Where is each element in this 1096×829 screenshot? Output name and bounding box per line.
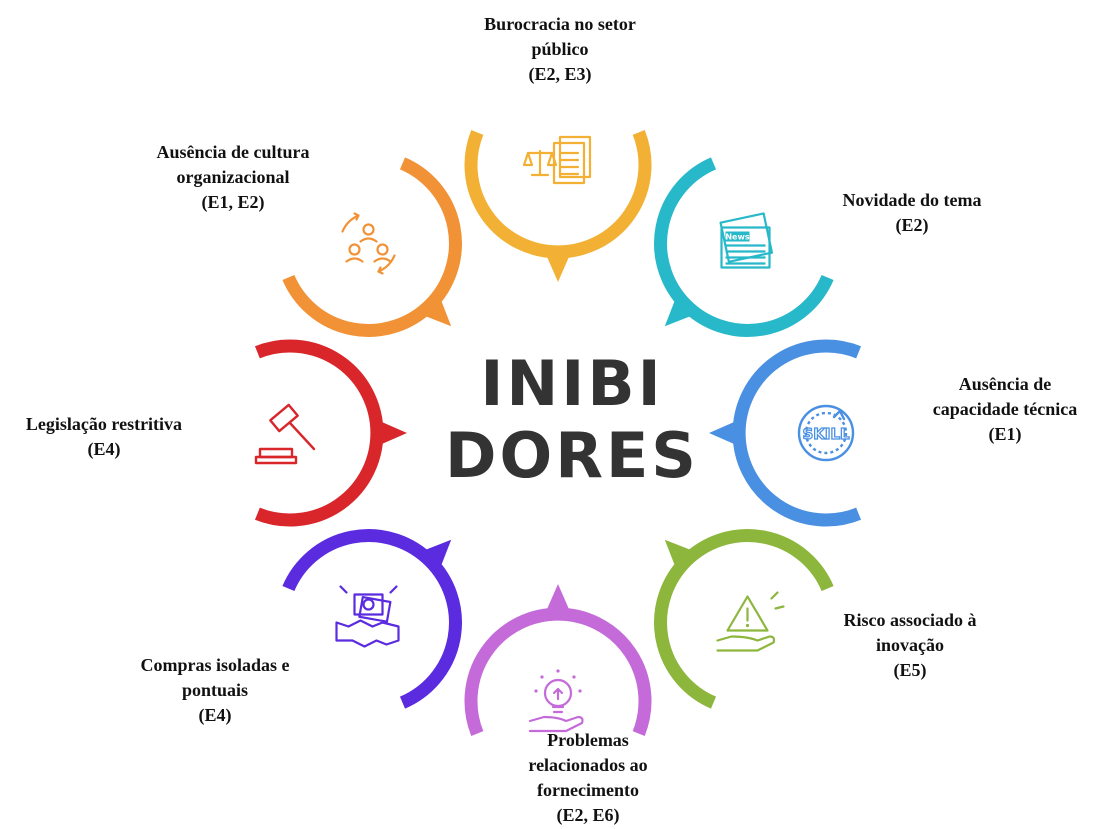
ring-arc bbox=[464, 607, 652, 737]
label-line: Novidade do tema bbox=[842, 190, 982, 210]
label-line: inovação bbox=[875, 635, 944, 655]
label-legislacao: Legislação restritiva (E4) bbox=[4, 412, 204, 462]
center-title-line1: INIBI bbox=[480, 347, 663, 420]
gavel-icon bbox=[254, 403, 316, 465]
label-risco: Risco associado à inovação (E5) bbox=[810, 608, 1010, 683]
label-line: Ausência de cultura bbox=[156, 142, 310, 162]
label-line: Ausência de bbox=[958, 374, 1052, 394]
ring-pointer bbox=[664, 539, 697, 572]
ring-novidade: News bbox=[654, 157, 834, 337]
ring-arc bbox=[254, 339, 384, 527]
ring-legislacao bbox=[254, 339, 407, 527]
label-burocracia: Burocracia no setor público (E2, E3) bbox=[460, 12, 660, 87]
handshake-money-icon bbox=[335, 585, 400, 648]
label-compras: Compras isoladas e pontuais (E4) bbox=[115, 653, 315, 728]
label-capacidade: Ausência de capacidade técnica (E1) bbox=[905, 372, 1096, 447]
label-line: (E4) bbox=[87, 439, 121, 459]
skill-badge-icon: SKILL bbox=[797, 404, 855, 462]
label-line: pontuais bbox=[181, 680, 249, 700]
ring-burocracia bbox=[464, 129, 652, 282]
ring-pointer bbox=[544, 250, 572, 282]
ring-pointer bbox=[419, 539, 452, 572]
label-line: capacidade técnica bbox=[932, 399, 1078, 419]
label-line: público bbox=[531, 39, 589, 59]
ring-capacidade: SKILL bbox=[709, 339, 862, 527]
label-fornecimento: Problemas relacionados ao fornecimento (… bbox=[488, 728, 688, 828]
label-line: Legislação restritiva bbox=[25, 414, 183, 434]
lightbulb-hand-icon bbox=[528, 669, 584, 733]
ring-pointer bbox=[709, 419, 741, 447]
svg-text:SKILL: SKILL bbox=[802, 425, 850, 443]
ring-arc bbox=[464, 129, 652, 259]
label-novidade: Novidade do tema (E2) bbox=[812, 188, 1012, 238]
label-line: (E5) bbox=[893, 660, 927, 680]
ring-fornecimento bbox=[464, 584, 652, 737]
ring-pointer bbox=[664, 294, 697, 327]
label-line: (E4) bbox=[198, 705, 232, 725]
label-line: Risco associado à bbox=[843, 610, 977, 630]
newspaper-icon: News bbox=[719, 212, 774, 269]
label-line: (E2) bbox=[895, 215, 929, 235]
label-line: (E2, E6) bbox=[556, 805, 620, 825]
label-line: relacionados ao bbox=[528, 755, 648, 775]
center-title: INIBI DORES bbox=[445, 347, 699, 492]
warning-hand-icon bbox=[716, 591, 785, 652]
ring-pointer bbox=[544, 584, 572, 616]
label-line: Problemas bbox=[547, 730, 629, 750]
label-line: (E1) bbox=[988, 424, 1022, 444]
label-line: Burocracia no setor bbox=[484, 14, 636, 34]
team-cycle-icon bbox=[341, 212, 396, 275]
center-title-line2: DORES bbox=[445, 419, 699, 492]
ring-pointer bbox=[375, 419, 407, 447]
scales-document-icon bbox=[522, 135, 592, 185]
ring-compras bbox=[282, 529, 462, 709]
label-line: fornecimento bbox=[537, 780, 639, 800]
label-line: organizacional bbox=[176, 167, 290, 187]
ring-pointer bbox=[419, 294, 452, 327]
label-line: Compras isoladas e bbox=[140, 655, 290, 675]
ring-risco bbox=[654, 529, 834, 709]
svg-text:News: News bbox=[725, 233, 750, 242]
label-line: (E1, E2) bbox=[201, 192, 265, 212]
label-line: (E2, E3) bbox=[528, 64, 592, 84]
ring-cultura bbox=[282, 157, 462, 337]
label-cultura: Ausência de cultura organizacional (E1, … bbox=[133, 140, 333, 215]
